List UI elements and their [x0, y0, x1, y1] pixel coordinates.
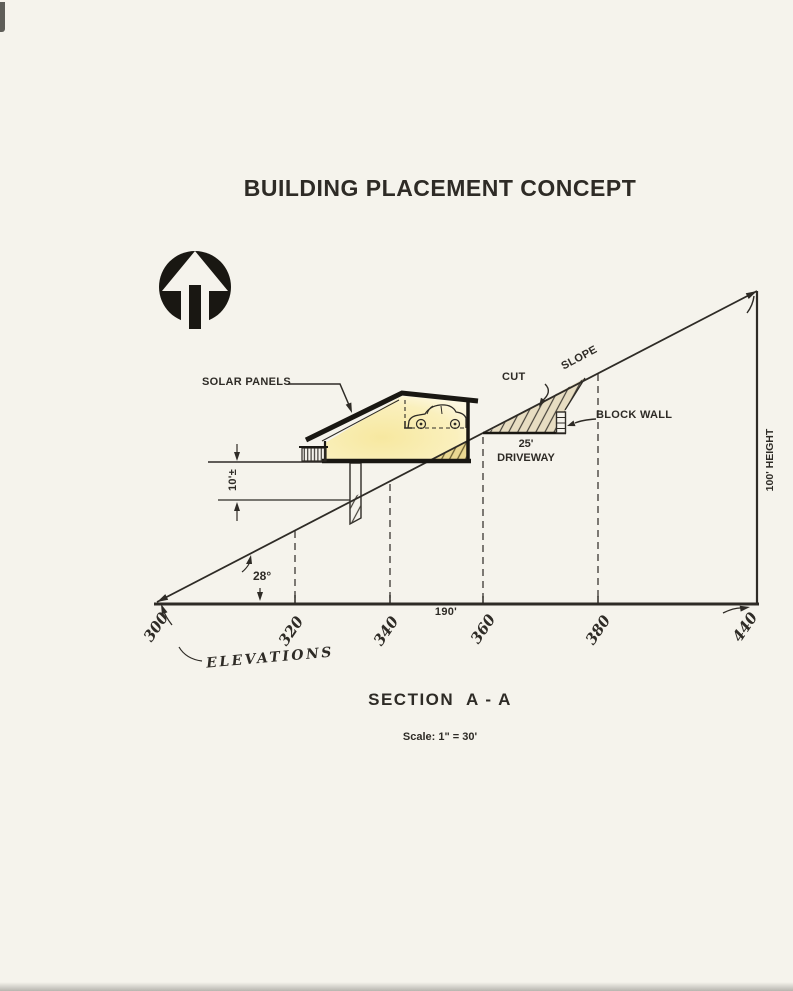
- block-wall: [555, 411, 567, 434]
- driveway-label: 25' DRIVEWAY: [484, 437, 568, 465]
- support-post: [349, 462, 362, 526]
- block-wall-leader: [567, 418, 597, 427]
- elevation-440-leader: [722, 605, 750, 614]
- floor-height-label: 10'±: [227, 468, 239, 492]
- scale-note: Scale: 1" = 30': [402, 731, 478, 743]
- slope-angle-pointers: [241, 555, 263, 601]
- height-label: 100' HEIGHT: [764, 428, 776, 492]
- baseline: [154, 291, 759, 606]
- block-wall-label: BLOCK WALL: [596, 409, 673, 421]
- slope-line: [156, 290, 758, 603]
- elevations-caption-leader: [178, 646, 203, 662]
- scan-bottom-shadow: [0, 982, 793, 991]
- cut-label: CUT: [502, 371, 526, 383]
- house-structure: [304, 390, 479, 464]
- slope-angle-label: 28°: [253, 569, 272, 583]
- scan-edge-mark: [0, 2, 5, 32]
- projection-lines: [294, 374, 599, 598]
- elevation-300-leader: [161, 604, 173, 626]
- driveway-distance: 25': [518, 438, 534, 450]
- deck-railing: [299, 446, 328, 462]
- cut-leader: [539, 383, 550, 407]
- page-title: BUILDING PLACEMENT CONCEPT: [243, 175, 637, 201]
- garage-car: [404, 400, 467, 430]
- solar-panels-label: SOLAR PANELS: [202, 376, 291, 388]
- driveway-text: DRIVEWAY: [497, 452, 555, 464]
- north-arrow-icon: [159, 251, 231, 329]
- floor-height-dimension: [208, 444, 350, 521]
- section-title: SECTION A - A: [368, 690, 512, 709]
- baseline-span-label: 190': [434, 606, 458, 618]
- solar-panels-leader: [288, 383, 352, 413]
